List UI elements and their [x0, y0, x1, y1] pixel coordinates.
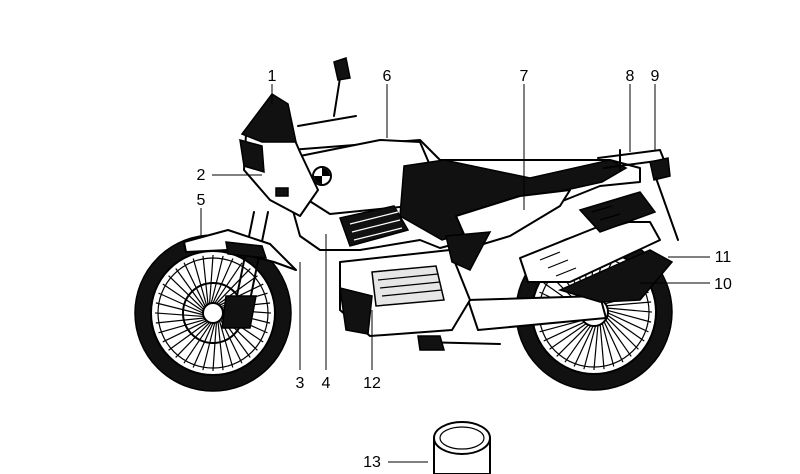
container-can — [433, 421, 491, 474]
wheel-spoke — [605, 311, 649, 333]
callout-1: 1 — [268, 68, 277, 85]
wheel-spoke — [599, 322, 605, 370]
wheel-spoke — [208, 254, 214, 304]
front-wheel — [134, 234, 292, 392]
wheel-spoke — [602, 319, 624, 363]
headlight — [239, 138, 265, 174]
wheel-spoke — [192, 258, 208, 306]
wheel-spoke — [175, 268, 205, 309]
wheel-spoke — [593, 323, 599, 371]
tail-light — [649, 157, 671, 181]
silencer-end — [578, 191, 657, 233]
motorcycle-illustration — [134, 57, 679, 392]
wheel-spoke — [605, 307, 653, 313]
callout-7: 7 — [520, 68, 529, 85]
callout-12: 12 — [363, 375, 381, 392]
wheel-spoke — [175, 321, 211, 358]
wheel-spoke — [168, 321, 209, 351]
callout-2: 2 — [197, 167, 206, 184]
wheel-spoke — [154, 312, 204, 318]
callout-11: 11 — [715, 249, 732, 266]
handlebar — [297, 115, 357, 127]
wheel-spoke — [539, 319, 585, 333]
chain-guard — [557, 249, 674, 303]
wheel-spoke — [210, 255, 224, 304]
wheel-spoke — [583, 323, 597, 370]
wheel-spoke — [155, 302, 204, 316]
callout-13: 13 — [363, 454, 381, 471]
callout-3: 3 — [296, 375, 305, 392]
wheel-spoke — [212, 258, 234, 304]
swing-arm — [467, 295, 607, 331]
wheel-spoke — [573, 323, 595, 367]
wheel-spoke — [564, 323, 593, 363]
callout-6: 6 — [383, 68, 392, 85]
wheel-spoke — [168, 275, 205, 311]
windshield — [240, 92, 297, 143]
wheel-spoke — [215, 268, 251, 305]
wheel-spoke — [158, 318, 206, 334]
wheel-spoke — [155, 317, 205, 324]
callout-4: 4 — [322, 375, 331, 392]
wheel-spoke — [183, 262, 206, 307]
wheel-spoke — [605, 313, 645, 342]
wheel-spoke — [605, 309, 652, 323]
wheel-spoke — [549, 321, 589, 350]
wheel-spoke — [604, 315, 639, 350]
leader-lines — [200, 84, 710, 463]
wheel-spoke — [543, 320, 587, 342]
callout-8: 8 — [626, 68, 635, 85]
roundel-logo — [312, 166, 332, 186]
wheel-spoke — [183, 322, 212, 364]
wheel-spoke — [212, 322, 218, 372]
luggage-rack — [597, 149, 665, 169]
callout-5: 5 — [197, 192, 206, 209]
wheel-spoke — [192, 322, 214, 368]
wheel-spoke — [162, 283, 204, 312]
wheel-spoke — [214, 262, 243, 304]
wheel-spoke — [162, 320, 207, 343]
callout-9: 9 — [651, 68, 660, 85]
wheel-spoke — [601, 321, 615, 367]
wheel-spoke — [604, 301, 652, 307]
wheel-spoke — [202, 322, 216, 371]
callout-labels: 1 2 3 4 5 6 7 8 9 10 11 12 13 — [197, 68, 732, 471]
callout-10: 10 — [714, 276, 732, 293]
wheel-spoke — [158, 292, 204, 314]
wheel-spoke — [556, 322, 591, 357]
wheel-spoke — [202, 255, 209, 305]
mirror — [333, 57, 351, 81]
wheel-spoke — [217, 321, 224, 371]
wheel-spoke — [603, 317, 632, 357]
engine — [339, 249, 471, 337]
